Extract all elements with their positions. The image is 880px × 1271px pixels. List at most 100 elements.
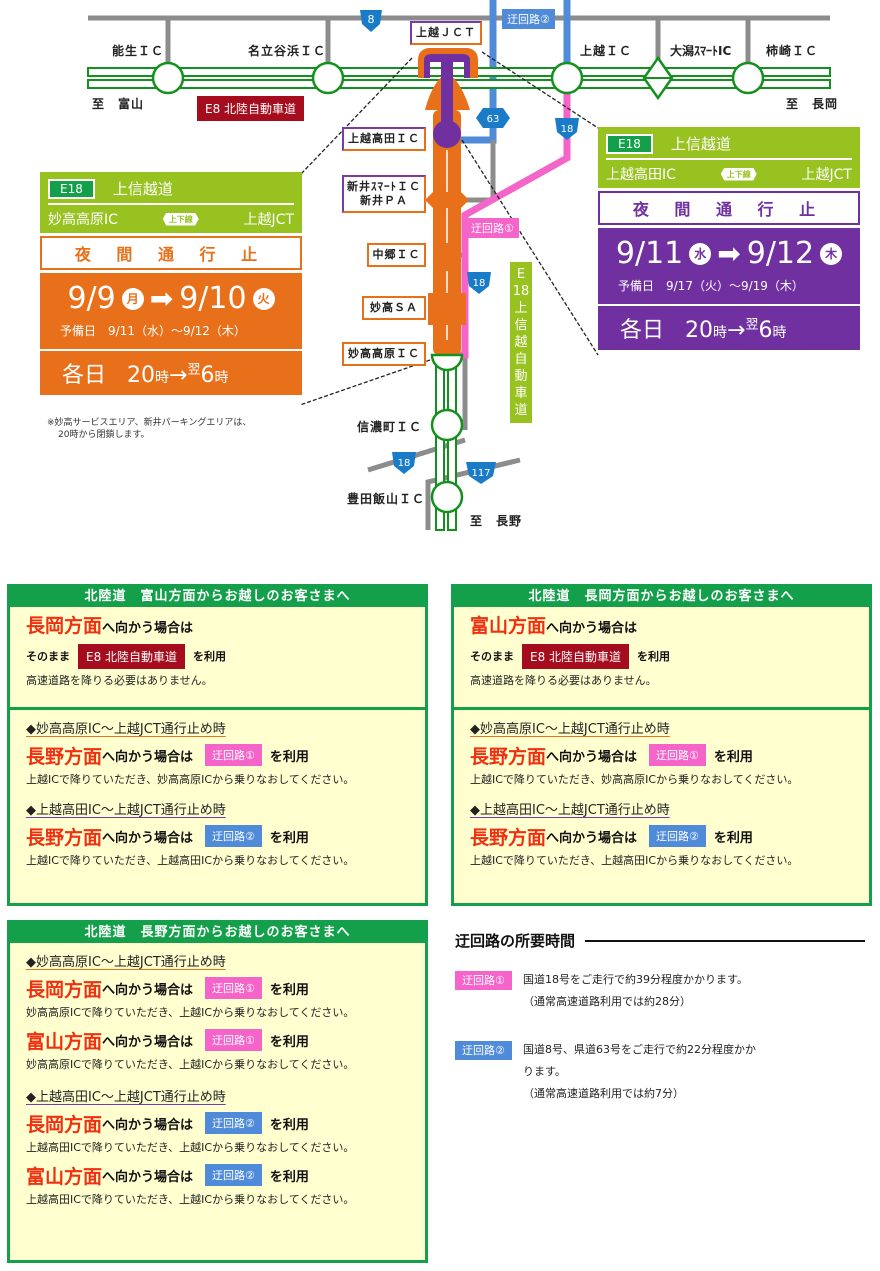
destination-suffix: へ向かう場合は [102,1169,194,1185]
ic-label-shinanomachi: 信濃町ＩＣ [357,420,423,434]
detour2-tag: 迂回路② [205,1164,262,1186]
closure-case-caption: ◆妙高高原IC～上越JCT通行止め時 [26,722,226,737]
route-18-shield-icon: 18 [467,272,491,294]
description: 高速道路を降りる必要はありません。 [26,674,213,687]
start-dow-badge: 水 [689,242,712,265]
route-63-shield-icon: 63 [476,108,510,128]
closure-case-caption: ◆上越高田IC～上越JCT通行止め時 [26,1090,226,1105]
ic-label-nadachi: 名立谷浜ＩＣ [248,44,327,58]
description: 上越ICで降りていただき、妙高高原ICから乗りなおしてください。 [26,773,355,786]
description: 上越ICで降りていただき、上越高田ICから乗りなおしてください。 [26,854,355,867]
arrow-icon: → [169,363,188,388]
closure-to: 上越JCT [243,212,294,228]
panel-title: 北陸道 富山方面からお越しのお客さまへ [10,587,425,607]
e8-road-tag: E8 北陸自動車道 [78,643,186,669]
route-18-shield-icon: 18 [555,118,579,140]
next-day-mark: 翌 [745,317,759,333]
destination-suffix: へ向かう場合は [102,1117,194,1133]
route-117-shield-icon: 117 [466,462,496,484]
to-nagano-label: 至 長野 [470,514,523,528]
description: 妙高高原ICで降りていただき、上越ICから乗りなおしてください。 [26,1006,355,1019]
svg-text:63: 63 [487,114,500,125]
direct-section: 富山方面へ向かう場合は そのまま E8 北陸自動車道を利用 高速道路を降りる必要は… [454,607,869,707]
detour2-tag: 迂回路② [455,1041,512,1060]
description: 高速道路を降りる必要はありません。 [470,674,657,687]
arrow-icon: → [727,318,746,343]
time-line: ります。 [523,1065,566,1078]
description: 上越ICで降りていただき、上越高田ICから乗りなおしてください。 [470,854,799,867]
right-arrow-icon: ➡ [149,282,174,315]
use-label: を利用 [269,982,309,998]
detour2-tag: 迂回路② [205,1112,262,1134]
destination-suffix: へ向かう場合は [102,621,194,636]
e18-char: 越 [514,335,528,350]
panel-from-nagano: 北陸道 長野方面からお越しのお客さまへ ◆妙高高原IC～上越JCT通行止め時 長… [7,920,428,1263]
detour1-map-tag: 迂回路① [466,218,519,238]
description: 上越ICで降りていただき、妙高高原ICから乗りなおしてください。 [470,773,799,786]
destination: 富山方面 [26,1165,103,1188]
detour1-tag: 迂回路① [205,744,262,766]
svg-text:18: 18 [561,124,574,135]
hour-unit: 時 [155,370,169,386]
e8-road-tag: E8 北陸自動車道 [522,643,630,669]
end-date: 9/12 [746,236,815,271]
svg-text:18: 18 [398,458,411,469]
destination-suffix: へ向かう場合は [546,749,638,765]
destination-suffix: へ向かう場合は [546,621,638,636]
e18-vertical-label: E 18 上 信 越 自 動 車 道 [510,262,532,423]
destination: 長野方面 [470,826,547,849]
end-dow-badge: 火 [252,287,275,310]
e18-char: 上 [514,301,528,316]
destination: 長岡方面 [26,615,103,637]
ic-box-nakago: 中郷ＩＣ [367,243,426,267]
panel-title: 北陸道 長岡方面からお越しのお客さまへ [454,587,869,607]
destination: 長野方面 [26,826,103,849]
ic-label-joetsu: 上越ＩＣ [580,44,633,58]
e18-char: 車 [514,386,528,401]
note-line: ※妙高サービスエリア、新井パーキングエリアは、 [47,418,252,428]
e18-char: 18 [512,284,530,299]
ic-label-nou: 能生ＩＣ [112,44,165,58]
detour1-tag: 迂回路① [455,971,512,990]
daily-from: 20 [127,363,155,388]
use-label: を利用 [193,650,227,663]
destination: 長野方面 [26,745,103,768]
facility-closure-note: ※妙高サービスエリア、新井パーキングエリアは、 20時から閉鎖します。 [47,417,251,441]
detour2-map-tag: 迂回路② [502,9,555,29]
use-label: を利用 [637,650,671,663]
start-date: 9/9 [67,281,116,316]
hour-unit: 時 [713,325,727,341]
night-closure-label: 夜 間 通 行 止 [598,191,860,225]
section-title: 迂回路の所要時間 [455,932,576,950]
to-nagaoka-label: 至 長岡 [786,97,839,111]
as-is-label: そのまま [470,650,514,663]
destination: 富山方面 [26,1030,103,1053]
detour1-tag: 迂回路① [649,744,706,766]
right-arrow-icon: ➡ [717,237,741,270]
closure-dates: 9/11 水 ➡ 9/12 木 予備日 9/17（火）～9/19（木） [598,228,860,304]
hour-unit: 時 [214,370,229,386]
ic-box-joetsu-takada: 上越高田ＩＣ [342,127,426,151]
svg-text:117: 117 [471,468,490,479]
bidirectional-arrow-icon: 上下線 [720,167,757,181]
destination: 長野方面 [470,745,547,768]
use-label: を利用 [269,830,309,846]
destination: 長岡方面 [26,978,103,1001]
time-line: （通常高速道路利用では約7分） [523,1087,684,1100]
daily-to: 6 [200,363,215,388]
destination: 富山方面 [470,615,547,637]
daily-label: 各日 [620,318,665,343]
detour1-tag: 迂回路① [205,977,262,999]
detour-time-section: 迂回路の所要時間 迂回路① 国道18号をご走行で約39分程度かかります。 （通常… [455,930,865,1105]
ic-box-myoko-sa: 妙高ＳＡ [362,296,426,320]
use-label: を利用 [269,1034,309,1050]
